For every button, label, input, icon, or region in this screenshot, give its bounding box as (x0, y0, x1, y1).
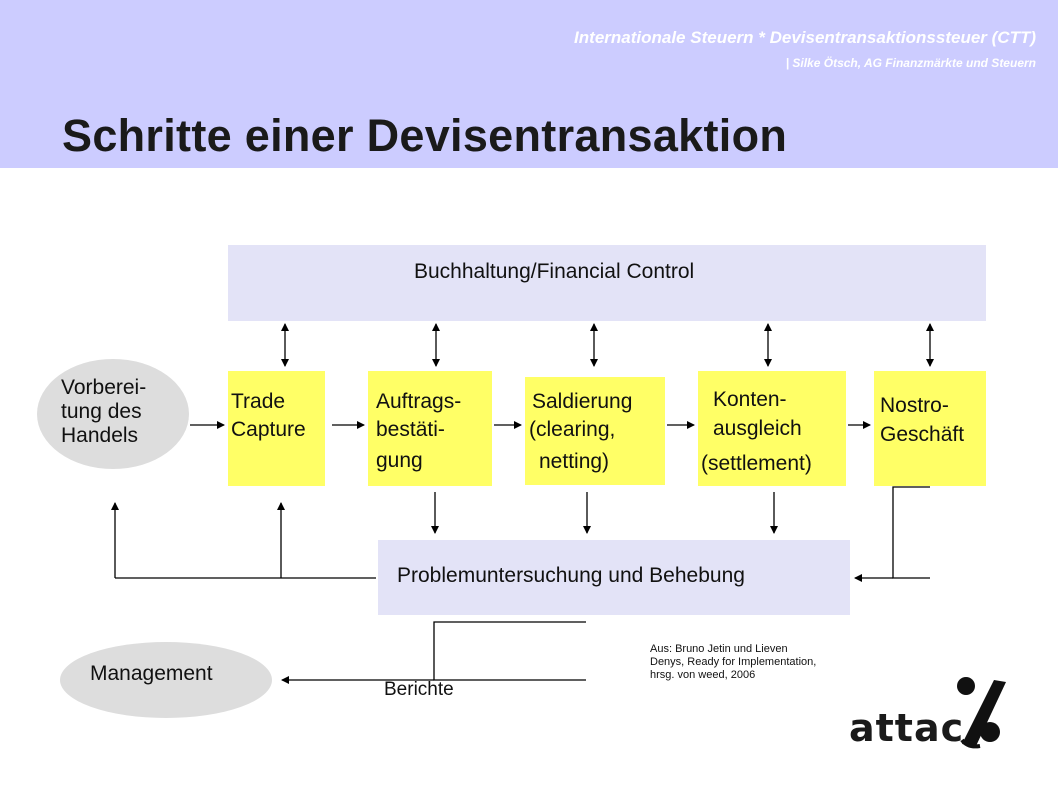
management-ellipse: Management (60, 642, 272, 718)
reports-label: Berichte (384, 679, 454, 700)
confirmation-line-3: gung (376, 449, 423, 472)
header-course-title: Internationale Steuern * Devisentransakt… (574, 28, 1036, 47)
preparation-line-1: Vorberei- (61, 376, 147, 399)
problems-box: Problemuntersuchung und Behebung (378, 540, 850, 615)
trade-capture-line-1: Trade (231, 390, 286, 413)
trade-capture-line-2: Capture (231, 418, 306, 441)
confirmation-line-1: Auftrags- (376, 390, 462, 413)
netting-line-3: netting) (539, 450, 610, 473)
line-nostro-problems (892, 486, 930, 579)
nostro-line-2: Geschäft (880, 423, 965, 446)
settlement-line-3: (settlement) (701, 452, 812, 475)
attac-logo: attac (846, 676, 1026, 756)
preparation-line-2: tung des (61, 400, 142, 423)
attac-percent-icon (957, 677, 1006, 749)
attac-logo-text: attac (849, 706, 965, 750)
confirmation-box: Auftrags- bestäti- gung (368, 371, 492, 486)
source-line-2: Denys, Ready for Implementation, (650, 656, 817, 668)
netting-line-1: Saldierung (532, 390, 633, 413)
netting-box: Saldierung (clearing, netting) (525, 377, 665, 485)
settlement-line-1: Konten- (713, 388, 787, 411)
settlement-line-2: ausgleich (713, 417, 802, 440)
line-reports-bracket (433, 621, 586, 681)
page-title: Schritte einer Devisentransaktion (62, 110, 788, 161)
accounting-label: Buchhaltung/Financial Control (414, 260, 695, 283)
settlement-box: Konten- ausgleich (settlement) (698, 371, 846, 486)
header-author: | Silke Ötsch, AG Finanzmärkte und Steue… (785, 56, 1036, 70)
nostro-box: Nostro- Geschäft (874, 371, 986, 486)
source-line-3: hrsg. von weed, 2006 (650, 669, 756, 681)
nostro-line-1: Nostro- (880, 394, 949, 417)
confirmation-line-2: bestäti- (376, 418, 445, 441)
problems-label: Problemuntersuchung und Behebung (397, 564, 745, 587)
source-line-1: Aus: Bruno Jetin und Lieven (650, 643, 788, 655)
header-band: Internationale Steuern * Devisentransakt… (0, 0, 1058, 168)
preparation-ellipse: Vorberei- tung des Handels (37, 359, 189, 469)
accounting-box: Buchhaltung/Financial Control (228, 245, 986, 321)
netting-line-2: (clearing, (529, 418, 616, 441)
trade-capture-box: Trade Capture (228, 371, 325, 486)
preparation-line-3: Handels (61, 424, 139, 447)
management-label: Management (90, 662, 213, 685)
